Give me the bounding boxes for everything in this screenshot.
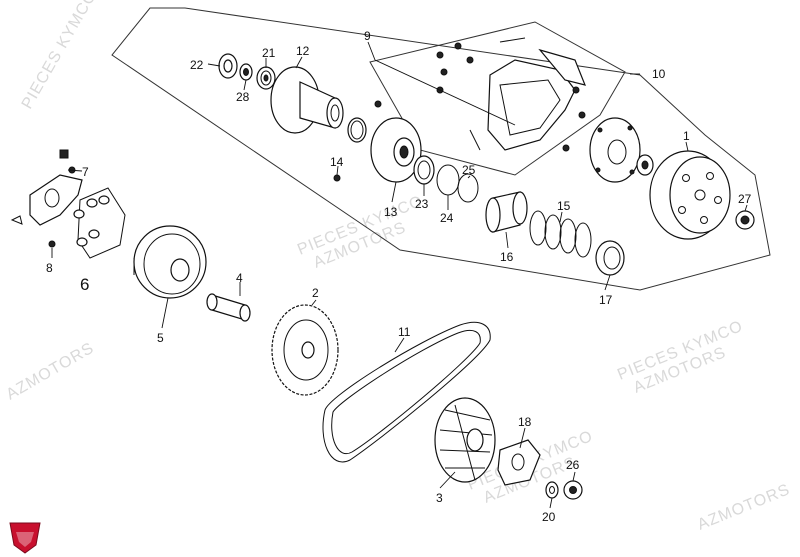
- part-11-drive-belt: [322, 321, 491, 463]
- part-12-driven-pulley: [270, 66, 344, 134]
- part-nut: [636, 154, 654, 176]
- callout-14: 14: [330, 155, 344, 169]
- part-20-washer: [545, 481, 559, 499]
- callout-24: 24: [440, 211, 454, 225]
- callout-22: 22: [190, 58, 204, 72]
- callout-10: 10: [652, 67, 666, 81]
- part-24-circlip: [436, 164, 460, 196]
- part-23-ring: [413, 155, 435, 185]
- part-6-weight-rollers: [73, 187, 126, 259]
- part-27-nut: [735, 210, 755, 230]
- watermark-line-2: AZMOTORS: [695, 481, 793, 534]
- callout-27: 27: [738, 192, 752, 206]
- part-28-bearing: [239, 63, 253, 81]
- part-9-clutch-shoes: [436, 37, 586, 152]
- part-oring: [347, 117, 367, 143]
- callout-23: 23: [415, 197, 429, 211]
- part-clip-small: [10, 215, 23, 225]
- part-4-collar: [206, 293, 251, 322]
- part-26-nut: [563, 480, 583, 500]
- callout-20: 20: [542, 510, 556, 524]
- azmotors-logo: [9, 522, 41, 554]
- callout-labels: 1 2 3 4 5 6 7 8 9 10 11 12 13 14 15 16 1…: [46, 29, 752, 524]
- watermark-line-2: AZMOTORS: [4, 340, 98, 404]
- callout-13: 13: [384, 205, 398, 219]
- part-25-clip: [457, 173, 479, 203]
- leader-lines: [51, 41, 748, 509]
- callout-9: 9: [364, 29, 371, 43]
- part-21-bearing: [256, 66, 276, 90]
- watermark-line-1: PIECES KYMCO: [19, 0, 101, 112]
- callout-21: 21: [262, 46, 276, 60]
- callout-8: 8: [46, 261, 53, 275]
- callout-1: 1: [683, 129, 690, 143]
- part-17-spring-seat: [595, 240, 625, 276]
- callout-18: 18: [518, 415, 532, 429]
- callout-5: 5: [157, 331, 164, 345]
- part-3-cooling-fan: [434, 397, 496, 483]
- part-8-clip: [48, 240, 56, 248]
- part-18-drive-face: [497, 439, 541, 486]
- part-5-drive-face: [133, 225, 207, 299]
- callout-16: 16: [500, 250, 514, 264]
- part-pin: [374, 100, 382, 108]
- part-14-pin: [333, 174, 341, 182]
- callout-11: 11: [398, 325, 411, 339]
- part-15-spring: [529, 210, 592, 258]
- callout-7: 7: [82, 165, 89, 179]
- callout-12: 12: [296, 44, 310, 58]
- callout-4: 4: [236, 271, 243, 285]
- part-clutch-plate: [589, 117, 641, 183]
- callout-3: 3: [436, 491, 443, 505]
- part-16-collar: [485, 191, 528, 233]
- part-13-seat-plate: [370, 117, 422, 183]
- callout-6: 6: [80, 275, 89, 294]
- callout-25: 25: [462, 163, 476, 177]
- callout-15: 15: [557, 199, 571, 213]
- callout-2: 2: [312, 286, 319, 300]
- callout-28: 28: [236, 90, 250, 104]
- callout-26: 26: [566, 458, 580, 472]
- clutch-assembly-frame: [111, 7, 771, 291]
- part-22-collar: [218, 53, 238, 79]
- part-1-clutch-outer: [649, 150, 731, 240]
- callout-17: 17: [599, 293, 613, 307]
- part-2-starter-gear: [271, 304, 339, 396]
- watermark-group: PIECES KYMCO AZMOTORS PIECES KYMCO AZMOT…: [4, 0, 793, 534]
